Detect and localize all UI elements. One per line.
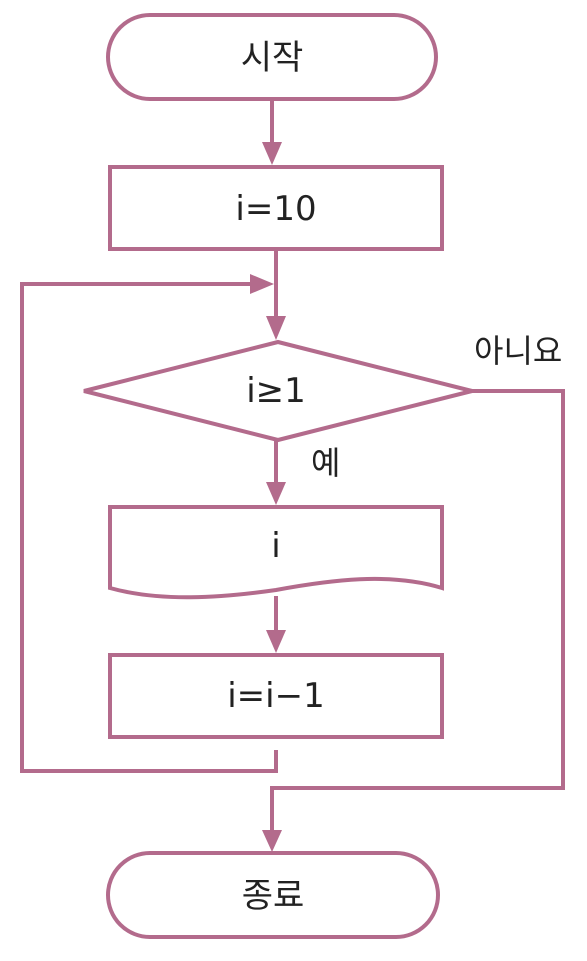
- yes-branch-label: 예: [311, 444, 340, 482]
- start-node: 시작: [106, 13, 438, 101]
- no-branch-line: [262, 389, 565, 852]
- no-branch-label: 아니요: [474, 332, 562, 370]
- decrement-node: i=i−1: [108, 653, 444, 739]
- output-node: i: [108, 505, 444, 600]
- decrement-label: i=i−1: [227, 676, 325, 716]
- condition-node: i≥1: [83, 339, 473, 443]
- arrow-start-to-init: [262, 99, 282, 165]
- start-label: 시작: [241, 38, 304, 78]
- condition-label: i≥1: [246, 371, 306, 411]
- end-node: 종료: [106, 851, 440, 939]
- arrow-condition-to-output: [266, 440, 286, 505]
- loop-back-line: [20, 274, 278, 773]
- end-label: 종료: [242, 876, 305, 916]
- arrow-init-to-condition: [266, 249, 286, 340]
- init-label: i=10: [235, 189, 316, 229]
- output-label: i: [271, 526, 280, 566]
- init-node: i=10: [108, 165, 444, 251]
- arrow-output-to-decrement: [266, 596, 286, 653]
